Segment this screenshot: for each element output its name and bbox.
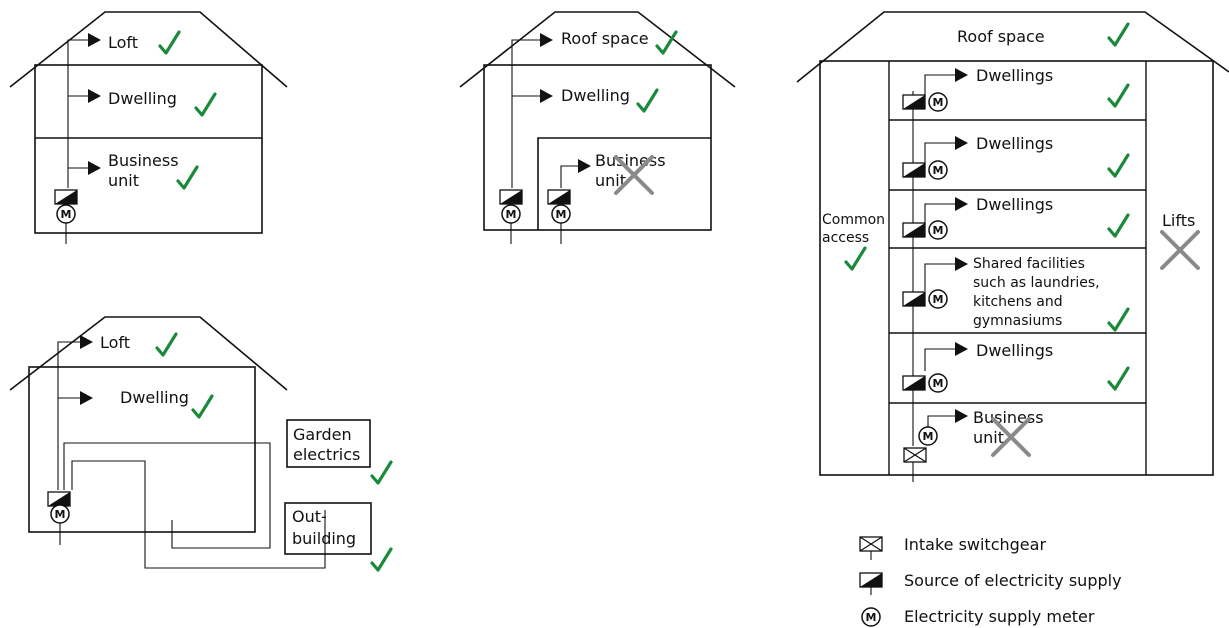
dwellings-label: Dwellings xyxy=(976,341,1053,360)
dwelling-label: Dwelling xyxy=(120,388,189,407)
meter-letter: M xyxy=(866,611,877,624)
dwellings-label: Dwellings xyxy=(976,195,1053,214)
supply-source-icon xyxy=(547,189,571,205)
legend-meter-label: Electricity supply meter xyxy=(904,607,1095,626)
supply-source-icon xyxy=(902,222,926,238)
meter-letter: M xyxy=(506,208,517,221)
diagram-multi-occupancy-building: Roof space Common access Lifts Dwellings… xyxy=(796,11,1229,482)
diagram-house-garden: Loft Dwelling Garden electrics Out- buil… xyxy=(9,316,393,572)
tick-icon xyxy=(844,246,867,271)
cross-icon xyxy=(1160,230,1200,270)
business-label-1: Business xyxy=(973,408,1044,427)
lifts-label: Lifts xyxy=(1162,211,1195,230)
tick-icon xyxy=(1107,22,1130,47)
business-label-2: unit xyxy=(973,428,1004,447)
dwelling-label: Dwelling xyxy=(561,86,630,105)
meter-letter: M xyxy=(61,208,72,221)
tick-icon xyxy=(191,394,214,419)
loft-label: Loft xyxy=(108,33,138,52)
dwelling-label: Dwelling xyxy=(108,89,177,108)
common-access-label-2: access xyxy=(822,230,869,246)
garden-electrics-box xyxy=(286,419,371,468)
supply-source-icon xyxy=(499,189,523,205)
supply-source-icon xyxy=(47,491,71,507)
tick-icon xyxy=(1107,213,1130,238)
tick-icon xyxy=(370,547,393,572)
meter-letters: M M M M M M M M M M M xyxy=(55,96,944,624)
shared-facilities-label-4: gymnasiums xyxy=(973,313,1062,329)
meter-letter: M xyxy=(55,508,66,521)
legend-source-icon xyxy=(859,572,883,588)
tick-icon xyxy=(1107,366,1130,391)
meter-letter: M xyxy=(933,224,944,237)
supply-source-icon xyxy=(902,375,926,391)
business-label-1: Business xyxy=(108,151,179,170)
meter-letter: M xyxy=(933,293,944,306)
shared-facilities-label-2: such as laundries, xyxy=(973,275,1100,291)
tick-icon xyxy=(176,165,199,190)
legend: Intake switchgear Source of electricity … xyxy=(859,535,1122,627)
outbuilding-label-2: building xyxy=(292,529,356,548)
roof-space-label: Roof space xyxy=(561,29,649,48)
diagram-house-separate-business: Roof space Dwelling Business unit xyxy=(459,11,736,244)
meter-letter: M xyxy=(933,96,944,109)
dwellings-label: Dwellings xyxy=(976,134,1053,153)
supply-source-icon xyxy=(902,291,926,307)
tick-icon xyxy=(194,92,217,117)
dwellings-label: Dwellings xyxy=(976,66,1053,85)
business-label-1: Business xyxy=(595,151,666,170)
business-label-2: unit xyxy=(108,171,139,190)
tick-icon xyxy=(636,88,659,113)
outbuilding-box xyxy=(284,502,372,555)
meter-letter: M xyxy=(923,430,934,443)
legend-intake-switchgear-icon xyxy=(859,536,883,552)
tick-icon xyxy=(1107,307,1130,332)
supply-source-icon xyxy=(902,162,926,178)
intake-switchgear-icon xyxy=(903,447,927,463)
tick-icon xyxy=(370,460,393,485)
outbuilding-label-1: Out- xyxy=(292,507,327,526)
loft-label: Loft xyxy=(100,333,130,352)
roof-space-label: Roof space xyxy=(957,27,1045,46)
common-access-label-1: Common xyxy=(822,212,885,228)
supply-source-icon xyxy=(902,94,926,110)
legend-source-label: Source of electricity supply xyxy=(904,571,1122,590)
shared-facilities-label-3: kitchens and xyxy=(973,294,1063,310)
legend-intake-label: Intake switchgear xyxy=(904,535,1046,554)
tick-icon xyxy=(158,30,181,55)
tick-icon xyxy=(1107,83,1130,108)
garden-label-2: electrics xyxy=(293,445,360,464)
tick-icon xyxy=(1107,153,1130,178)
meter-letter: M xyxy=(933,377,944,390)
meter-letter: M xyxy=(556,208,567,221)
tick-icon xyxy=(655,30,678,55)
meter-letter: M xyxy=(933,164,944,177)
garden-label-1: Garden xyxy=(293,425,352,444)
shared-facilities-label-1: Shared facilities xyxy=(973,256,1085,272)
business-label-2: unit xyxy=(595,171,626,190)
diagram-house-business: Loft Dwelling Business unit xyxy=(9,11,288,244)
supply-source-icon xyxy=(54,189,78,205)
tick-icon xyxy=(155,332,178,357)
